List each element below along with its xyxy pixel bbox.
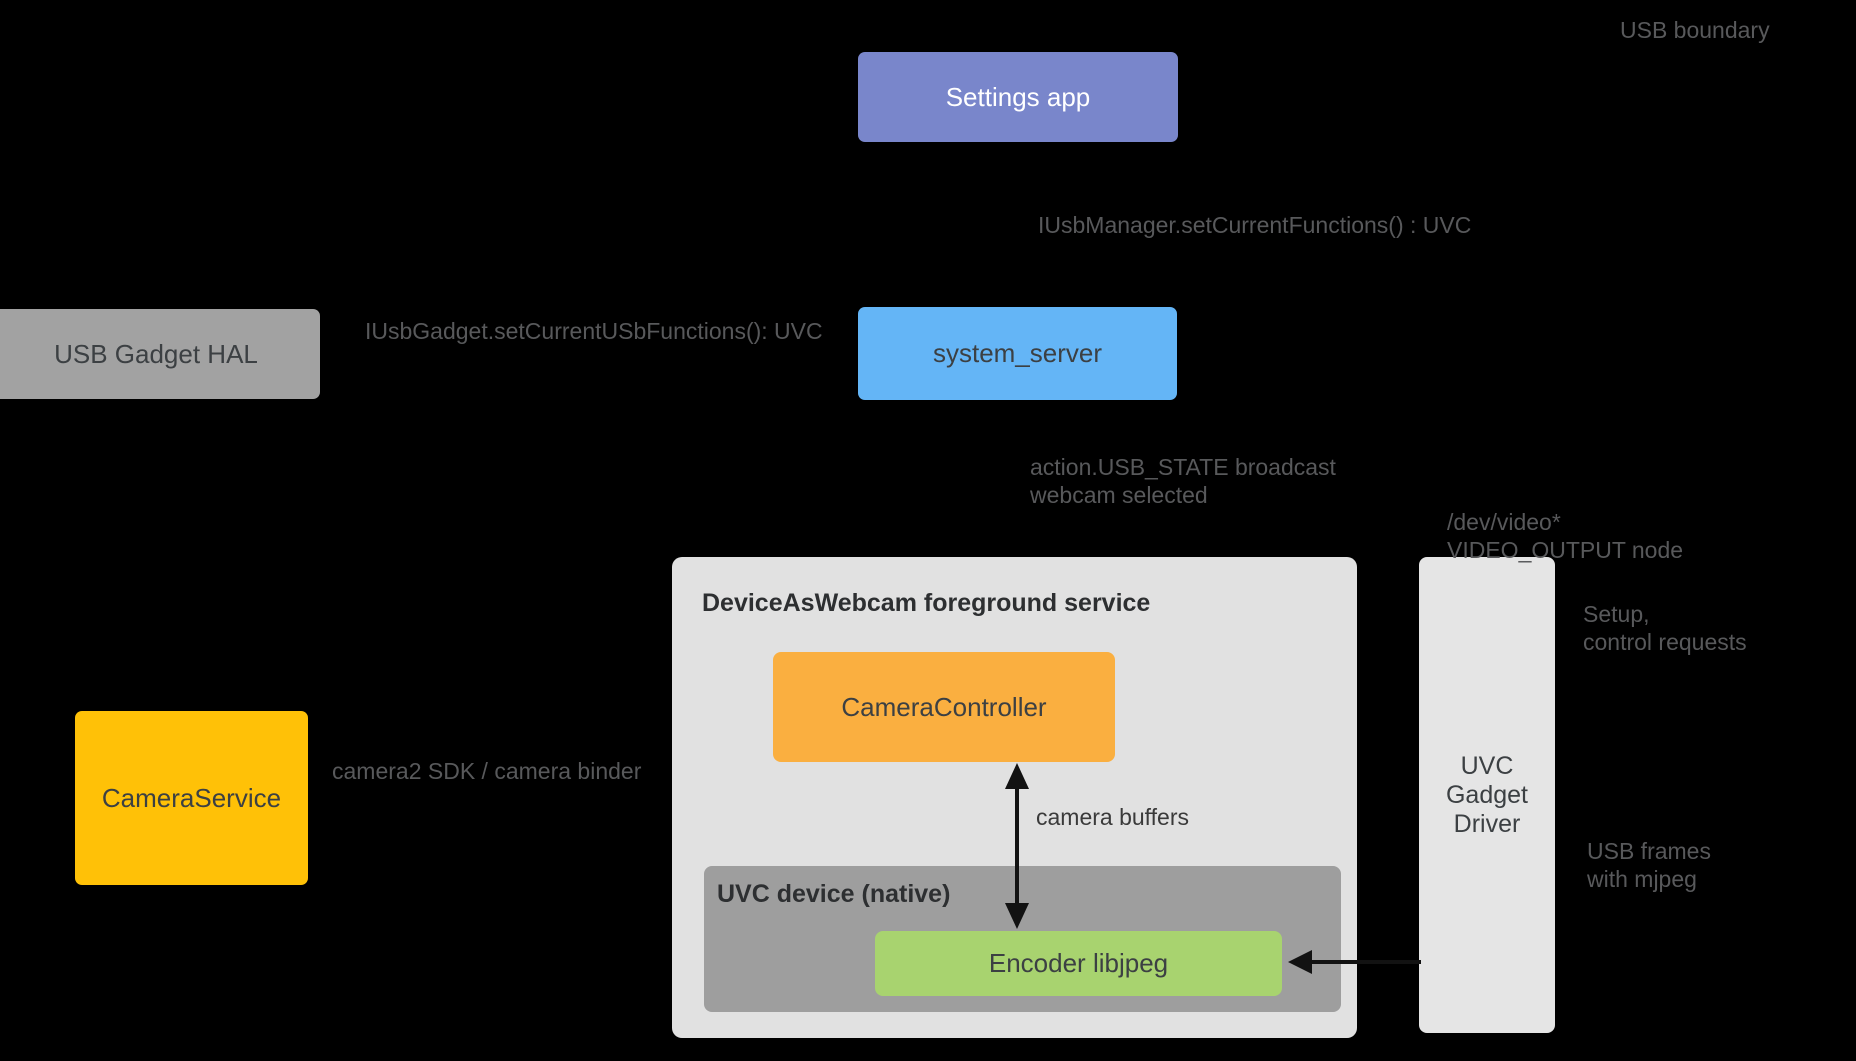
- uvc-gadget-driver-label-line2: Gadget: [1445, 780, 1528, 809]
- label-dev-video-line1: /dev/video*: [1447, 509, 1561, 535]
- encoder-libjpeg-label: Encoder libjpeg: [988, 948, 1169, 978]
- camera-service-label: CameraService: [101, 782, 282, 813]
- label-action-usb-state-line1: action.USB_STATE broadcast: [1030, 454, 1336, 480]
- label-dev-video-node: /dev/video* VIDEO_OUTPUT node: [1447, 508, 1683, 564]
- label-usb-frames-line2: with mjpeg: [1587, 866, 1697, 892]
- settings-app-label: Settings app: [945, 81, 1091, 112]
- node-camera-service: CameraService: [75, 711, 308, 885]
- label-camera2-sdk: camera2 SDK / camera binder: [332, 758, 642, 784]
- deviceaswebcam-title: DeviceAsWebcam foreground service: [702, 589, 1151, 617]
- label-iusbgadget-setcurrentusbfunctions: IUsbGadget.setCurrentUSbFunctions(): UVC: [365, 318, 823, 344]
- label-usb-frames-mjpeg: USB frames with mjpeg: [1587, 837, 1711, 893]
- label-usb-frames-line1: USB frames: [1587, 838, 1711, 864]
- node-system-server: system_server: [858, 307, 1177, 400]
- camera-buffers-arrowhead-up-icon: [1005, 763, 1029, 789]
- label-camera-buffers: camera buffers: [1036, 804, 1189, 830]
- node-uvc-gadget-driver: UVC Gadget Driver: [1419, 557, 1555, 1033]
- uvc-device-native-title: UVC device (native): [717, 880, 951, 908]
- uvc-gadget-driver-label-line3: Driver: [1453, 809, 1521, 838]
- label-action-usb-state-line2: webcam selected: [1030, 482, 1208, 508]
- camera-buffers-arrowhead-down-icon: [1005, 903, 1029, 929]
- label-dev-video-line2: VIDEO_OUTPUT node: [1447, 537, 1684, 563]
- label-setup-line1: Setup,: [1583, 601, 1650, 627]
- camera-controller-label: CameraController: [841, 691, 1047, 722]
- connector-settings-to-systemserver: [1015, 135, 1019, 303]
- usb-gadget-hal-label: USB Gadget HAL: [54, 338, 258, 369]
- label-setup-line2: control requests: [1583, 629, 1747, 655]
- connector-cameraservice-to-service: [312, 797, 668, 800]
- node-encoder-libjpeg: Encoder libjpeg: [875, 931, 1282, 996]
- system-server-label: system_server: [932, 338, 1103, 368]
- label-usb-boundary: USB boundary: [1620, 17, 1770, 43]
- node-camera-controller: CameraController: [773, 652, 1115, 762]
- connector-systemserver-to-service: [1015, 393, 1019, 553]
- label-iusbmanager-setcurrentfunctions: IUsbManager.setCurrentFunctions() : UVC: [1038, 212, 1472, 238]
- connector-systemserver-to-hal: [326, 352, 856, 355]
- usb-frames-arrow-shaft: [1310, 960, 1421, 964]
- node-settings-app: Settings app: [858, 52, 1178, 142]
- label-setup-control-requests: Setup, control requests: [1583, 600, 1747, 656]
- node-usb-gadget-hal: USB Gadget HAL: [0, 309, 320, 399]
- uvc-gadget-driver-label-line1: UVC: [1460, 751, 1514, 780]
- camera-buffers-arrow-shaft: [1015, 786, 1019, 907]
- label-action-usb-state: action.USB_STATE broadcast webcam select…: [1030, 453, 1336, 509]
- usb-frames-arrowhead-left-icon: [1288, 950, 1312, 974]
